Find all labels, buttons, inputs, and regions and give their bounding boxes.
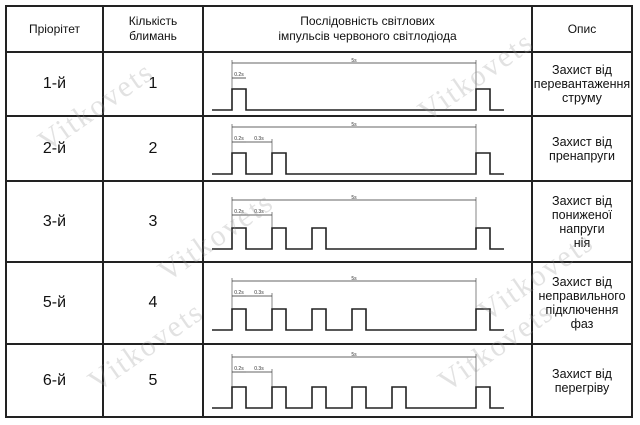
blink-count-cell: 2 (148, 139, 158, 157)
off-time-label: 0.3s (254, 136, 264, 142)
off-time-label: 0.3s (254, 366, 264, 372)
pulse-signal (212, 227, 504, 250)
blink-count-cell: 3 (148, 212, 158, 230)
header-description: Опис (567, 21, 597, 36)
header-blink-count: Кількість блимань (128, 14, 178, 43)
column-divider (202, 7, 204, 416)
pulse-signal (212, 88, 504, 111)
priority-cell: 6-й (42, 371, 67, 389)
description-cell: Захист від перегріву (552, 366, 612, 395)
off-time-label: 0.3s (254, 209, 264, 215)
pulse-waveform: 5s 0.2s 0.3s (212, 122, 504, 175)
pulse-waveform: 5s 0.2s 0.3s (212, 195, 504, 250)
period-label: 5s (351, 58, 357, 64)
period-label: 5s (351, 195, 357, 201)
pulse-waveform: 5s 0.2s 0.3s (212, 352, 504, 409)
blink-count-cell: 4 (148, 294, 158, 311)
header-priority: Пріорітет (28, 21, 81, 36)
on-time-label: 0.2s (234, 72, 244, 78)
description-cell: Захист від пренапруги (549, 134, 615, 163)
protection-table: Пріорітет Кількість блимань Послідовніст… (5, 5, 633, 418)
column-divider (102, 7, 104, 416)
row-divider (7, 343, 631, 345)
blink-count-cell: 1 (148, 75, 158, 92)
description-cell: Захист від пониженої напруги нія (551, 193, 613, 250)
column-divider (531, 7, 533, 416)
row-divider (7, 180, 631, 182)
on-time-label: 0.2s (234, 136, 244, 142)
priority-cell: 5-й (42, 294, 67, 311)
pulse-signal (212, 152, 504, 175)
on-time-label: 0.2s (234, 209, 244, 215)
on-time-label: 0.2s (234, 366, 244, 372)
description-cell: Захист від перевантаження струму (533, 63, 631, 105)
pulse-waveform: 5s 0.2s 0.3s (212, 276, 504, 331)
pulse-signal (212, 386, 504, 409)
row-divider (7, 115, 631, 117)
pulse-signal (212, 308, 504, 331)
period-label: 5s (351, 352, 357, 358)
header-pulse-sequence: Послідовність світлових імпульсів червон… (278, 14, 457, 43)
row-divider (7, 261, 631, 263)
off-time-label: 0.3s (254, 290, 264, 296)
description-cell: Захист від неправильного підключення фаз (538, 275, 626, 331)
pulse-waveform: 5s 0.2s (212, 58, 504, 111)
priority-cell: 1-й (42, 75, 67, 92)
period-label: 5s (351, 276, 357, 282)
priority-cell: 3-й (42, 212, 67, 230)
row-divider (7, 51, 631, 53)
priority-cell: 2-й (42, 139, 67, 157)
on-time-label: 0.2s (234, 290, 244, 296)
period-label: 5s (351, 122, 357, 128)
blink-count-cell: 5 (148, 371, 158, 389)
